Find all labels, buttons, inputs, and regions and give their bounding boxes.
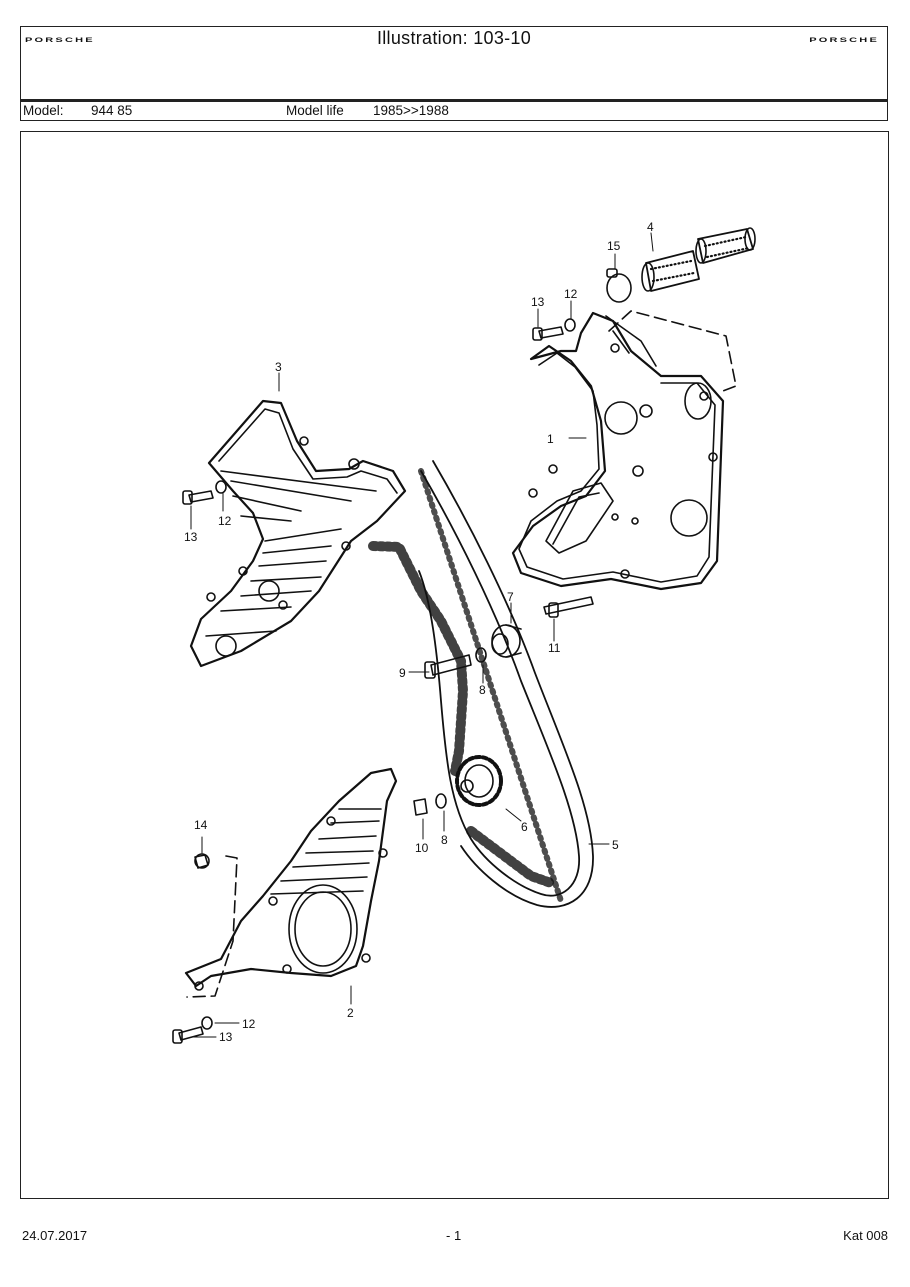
exploded-parts-diagram: 1 2 3 4 5 6 7 8 8 9 10 11 12 12 12 13 13… [172, 220, 756, 1044]
callout-label: 1 [547, 432, 554, 446]
callout-label: 8 [479, 683, 486, 697]
callout-label: 13 [531, 295, 545, 309]
header-box: PORSCHE Illustration: 103-10 PORSCHE Mod… [20, 26, 888, 121]
callout-label: 13 [219, 1030, 233, 1044]
callout-labels: 1 2 3 4 5 6 7 8 8 9 10 11 12 12 12 13 13… [184, 220, 654, 1044]
porsche-logo-right: PORSCHE [809, 37, 879, 44]
part-3-upper-front-cover [189, 399, 407, 668]
model-life-label: Model life [286, 103, 344, 118]
porsche-logo-left: PORSCHE [25, 37, 95, 44]
callout-label: 11 [548, 641, 561, 655]
callout-label: 6 [521, 820, 528, 834]
callout-label: 13 [184, 530, 198, 544]
footer-catalog: Kat 008 [843, 1228, 888, 1243]
sprocket-and-tensioner-parts [172, 318, 594, 1044]
callout-label: 15 [607, 239, 621, 253]
footer-date: 24.07.2017 [22, 1228, 88, 1243]
header-divider [21, 99, 887, 102]
part-1-rear-cover [511, 310, 737, 591]
page-title: Illustration: 103-10 [376, 28, 532, 48]
part-2-lower-front-cover [184, 767, 398, 998]
callout-leader-lines [190, 232, 654, 1038]
model-life-value: 1985>>1988 [373, 103, 449, 118]
callout-label: 12 [564, 287, 578, 301]
callout-label: 2 [347, 1006, 354, 1020]
callout-label: 9 [399, 666, 406, 680]
callout-label: 5 [612, 838, 619, 852]
callout-label: 12 [218, 514, 232, 528]
illustration-area: 1 2 3 4 5 6 7 8 8 9 10 11 12 12 12 13 13… [20, 131, 889, 1199]
callout-label: 12 [242, 1017, 256, 1031]
model-value: 944 85 [91, 103, 133, 118]
callout-label: 14 [194, 818, 208, 832]
callout-label: 3 [275, 360, 282, 374]
callout-label: 7 [507, 590, 514, 604]
callout-label: 10 [415, 841, 429, 855]
footer-page-number: - 1 [446, 1228, 462, 1243]
model-label: Model: [23, 103, 64, 118]
callout-label: 8 [441, 833, 448, 847]
part-4-hoses-and-clamp [606, 227, 756, 303]
model-row: Model: 944 85 Model life 1985>>1988 [21, 102, 887, 121]
callout-label: 4 [647, 220, 654, 234]
